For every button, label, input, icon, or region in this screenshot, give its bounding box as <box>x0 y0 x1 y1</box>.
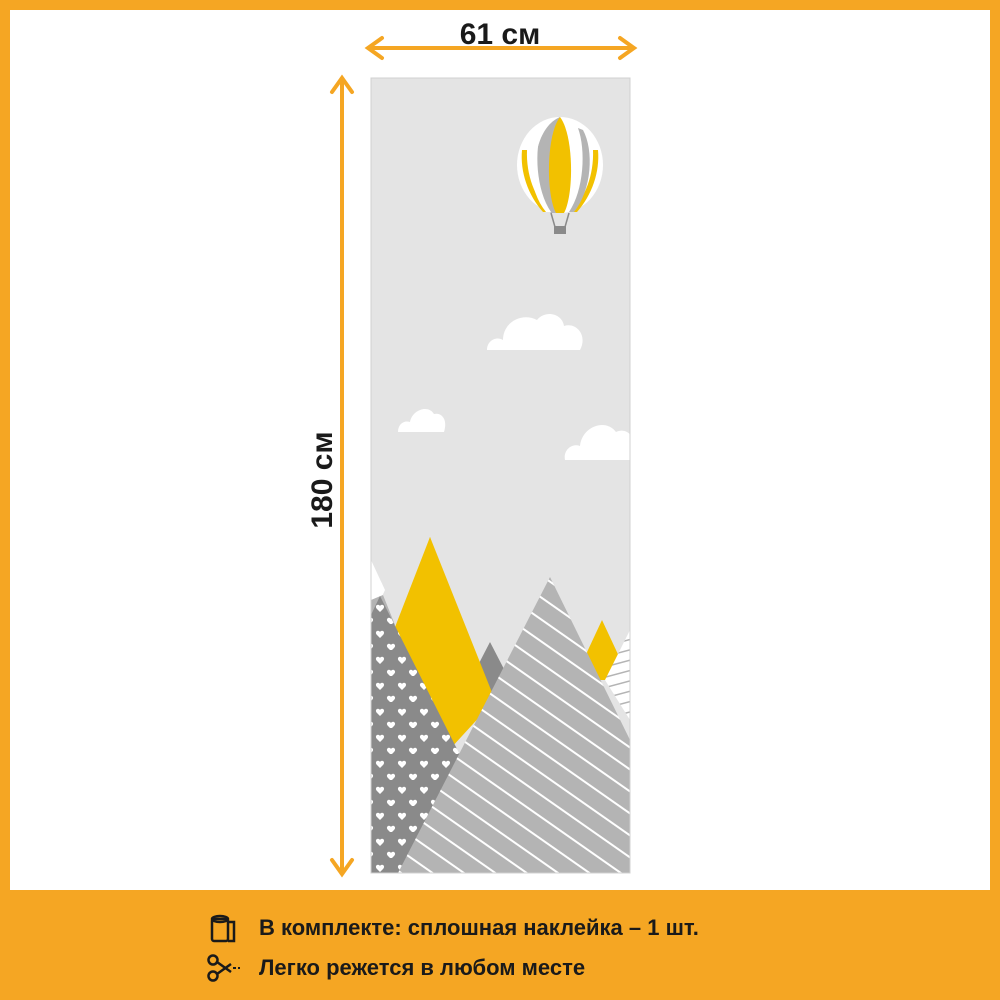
features-footer: В комплекте: сплошная наклейка – 1 шт. Л… <box>0 890 1000 1000</box>
panel-border <box>370 77 631 874</box>
feature-item: Легко режется в любом месте <box>205 950 585 986</box>
cloud-icon <box>487 314 583 350</box>
feature-text: В комплекте: сплошная наклейка – 1 шт. <box>259 915 699 940</box>
width-dimension-arrow <box>364 36 638 60</box>
height-label: 180 см <box>306 431 339 529</box>
height-dimension-arrow <box>330 74 354 878</box>
width-label: 61 см <box>459 18 541 51</box>
scissors-icon <box>207 954 240 982</box>
feature-text: Легко режется в любом месте <box>259 955 586 980</box>
roll-icon <box>210 914 236 943</box>
sticker-panel <box>371 78 630 873</box>
balloon-icon <box>517 117 603 234</box>
cloud-icon <box>564 425 630 460</box>
cloud-icon <box>398 408 446 432</box>
mountains <box>371 537 630 873</box>
feature-item: В комплекте: сплошная наклейка – 1 шт. <box>205 910 699 946</box>
